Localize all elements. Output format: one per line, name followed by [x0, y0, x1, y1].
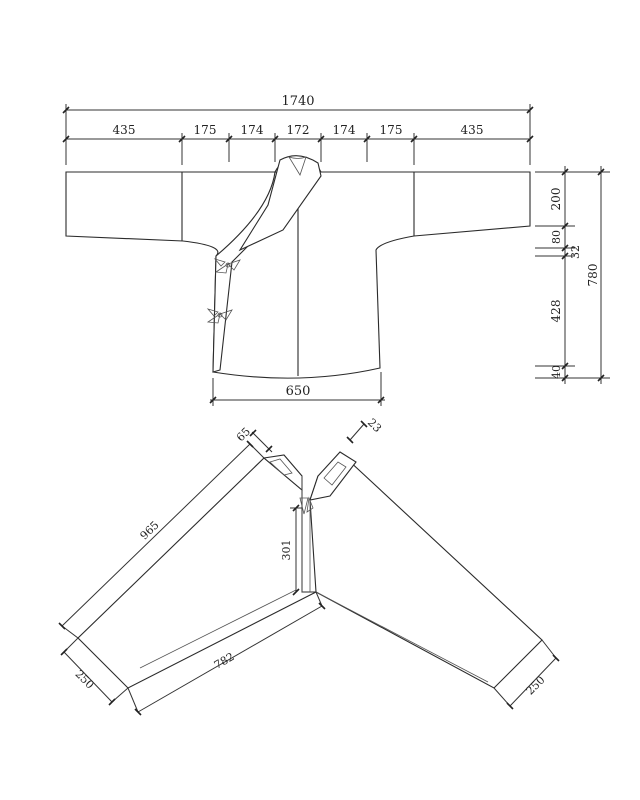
overall-width-label: 1740: [281, 94, 314, 109]
right-panel-inner-fold: [315, 591, 489, 683]
left-panel-outline: [77, 457, 317, 689]
cuff-drop-label: 80: [550, 230, 563, 244]
left-panel-inner-fold: [139, 589, 297, 669]
total-length-label: 780: [586, 264, 600, 287]
segment-label-4: 172: [287, 123, 310, 137]
segment-label-2: 175: [194, 123, 217, 137]
segment-label-5: 174: [333, 123, 356, 137]
left-collar-label: 65: [234, 425, 253, 444]
segment-dimensions: 435 175 174 172 174 175 435: [62, 123, 534, 165]
segment-label-3: 174: [241, 123, 264, 137]
upper-tie-icon: [213, 258, 241, 274]
right-collar-dimension: 23: [346, 416, 384, 444]
placket-depth-label: 301: [280, 540, 293, 561]
flat-pattern-view: 65 23 965 301: [58, 416, 560, 716]
placket-depth-dimension: 301: [280, 504, 302, 596]
hem-width-label: 650: [286, 384, 311, 399]
right-dimensions: 200 80 32 428 40 780: [535, 166, 610, 384]
segment-label-6: 175: [380, 123, 403, 137]
front-view: 1740 435 175 174 172 174 175 435: [62, 94, 610, 406]
segment-label-1: 435: [113, 123, 136, 137]
right-cuff-label: 250: [524, 674, 548, 698]
armpit-offset-label: 32: [569, 245, 582, 259]
hem-dimension: 650: [209, 372, 385, 406]
pattern-tie-icon: [299, 496, 314, 515]
right-collar: [309, 451, 357, 501]
collar-inner: [288, 156, 307, 176]
right-panel-outline: [309, 457, 543, 689]
overall-width-dimension: 1740: [62, 94, 534, 165]
collar-band: [238, 155, 322, 252]
sleeve-height-label: 200: [549, 188, 563, 211]
diagonal-length-label: 782: [212, 650, 237, 672]
side-length-label: 428: [549, 300, 563, 323]
left-collar-dimension: 65: [234, 425, 273, 453]
hem-curve-label: 40: [550, 365, 563, 379]
segment-label-7: 435: [461, 123, 484, 137]
lower-tie-icon: [206, 308, 233, 324]
left-cuff-label: 250: [72, 668, 96, 692]
panel-length-label: 965: [138, 519, 162, 543]
right-collar-label: 23: [365, 416, 384, 435]
